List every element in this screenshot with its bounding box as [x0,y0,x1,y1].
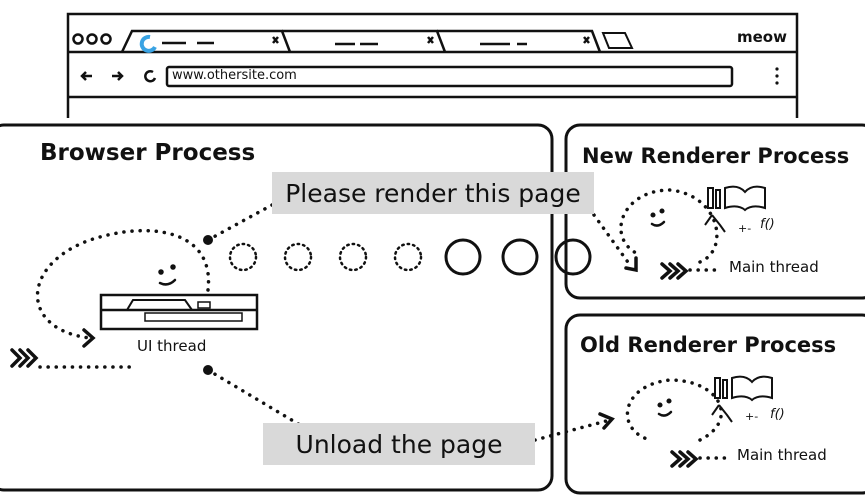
old-renderer-title: Old Renderer Process [580,333,837,357]
browser-window [66,12,799,118]
unload-request-message: Unload the page [263,423,535,465]
old-renderer-face-icon [657,398,673,417]
message-queue [228,238,592,276]
old-renderer-loop [625,378,723,442]
old-renderer-tools-icon: +- f() [711,375,785,423]
pending-message-circle [393,242,423,272]
menu-kebab-icon[interactable] [775,67,779,85]
input-chevrons-icon [10,348,39,368]
ui-thread-label: UI thread [137,337,207,355]
input-chevrons-icon [670,450,699,468]
new-renderer-tools-icon: +- f() [704,185,775,235]
arrowhead-icon [598,412,615,430]
mini-browser-icon [99,293,259,331]
sent-message-circle [501,238,539,276]
pending-message-circle [228,242,258,272]
svg-text:+-: +- [738,222,751,235]
reload-icon[interactable] [144,70,157,83]
old-main-thread-label: Main thread [737,446,827,464]
tab-placeholder-lines [162,41,527,46]
new-renderer-loop [619,188,719,264]
window-controls-icon [72,33,112,45]
svg-text:+-: +- [745,410,758,423]
ui-thread-face-icon [158,264,177,286]
sent-message-circle [444,238,482,276]
connector-dots [203,235,213,375]
render-request-message: Please render this page [272,172,594,214]
brand-label: meow [737,28,787,46]
pending-message-circle [283,242,313,272]
arrowhead-icon [624,256,638,273]
svg-text:f(): f() [760,217,775,232]
new-renderer-title: New Renderer Process [582,144,850,168]
arrowhead-icon [82,328,96,348]
new-main-thread-label: Main thread [729,258,819,276]
forward-icon[interactable] [112,71,124,81]
sent-message-circle [554,238,592,276]
tab-3[interactable] [437,29,602,53]
back-icon[interactable] [80,71,92,81]
svg-text:f(): f() [770,407,785,422]
tab-1[interactable] [120,29,292,53]
unload-connector [206,368,302,427]
old-renderer-process-box [564,313,865,495]
render-request-arrow [592,213,632,267]
url-text[interactable]: www.othersite.com [172,68,297,83]
ui-thread-loop-arrow [35,228,211,340]
pending-message-circle [338,242,368,272]
browser-process-box [0,123,554,492]
new-tab-icon[interactable] [601,32,634,49]
input-chevrons-icon [660,262,689,280]
request-connector [206,203,274,242]
address-bar[interactable] [165,65,734,88]
unload-request-arrow [533,418,612,442]
browser-process-title: Browser Process [40,140,256,166]
new-renderer-face-icon [650,208,666,227]
loading-spinner-icon [139,34,157,53]
close-tab-icon[interactable] [272,36,590,44]
tab-2[interactable] [282,29,447,53]
